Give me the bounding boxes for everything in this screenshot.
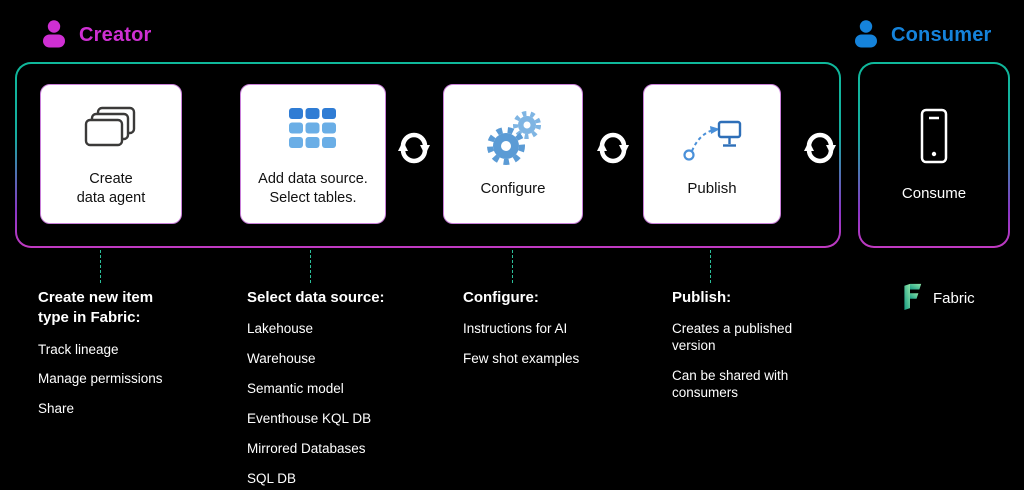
consumer-box: [858, 62, 1010, 248]
column-item: Track lineage: [38, 341, 119, 357]
consumer-label: Consumer: [891, 24, 992, 46]
person-icon: [38, 18, 70, 53]
fabric-label: Fabric: [933, 290, 975, 307]
step-card-configure: Configure: [443, 84, 583, 224]
column-item: Instructions for AI: [463, 321, 568, 337]
column-item: Share: [38, 401, 75, 417]
creator-header: Creator: [38, 18, 152, 53]
connector-line: [310, 250, 311, 283]
fabric-logo-icon: [896, 281, 924, 316]
device-icon: [914, 106, 954, 173]
connector-line: [100, 250, 101, 283]
detail-column-data-source: Select data source: Lakehouse Warehouse …: [247, 288, 422, 488]
sync-arrows-icon: [800, 125, 840, 165]
sync-arrows-icon: [394, 125, 434, 165]
step-card-publish: Publish: [643, 84, 781, 224]
column-heading: Publish:: [672, 289, 732, 306]
column-item: Semantic model: [247, 381, 344, 396]
column-item: Eventhouse KQL DB: [247, 410, 372, 426]
column-heading: Select data source:: [247, 289, 385, 306]
data-source-grid-icon: [289, 100, 337, 158]
step-card-add-data-source: Add data source. Select tables.: [240, 84, 386, 224]
column-item: Warehouse: [247, 351, 316, 367]
step-card-create-data-agent: Create data agent: [40, 84, 182, 224]
column-heading: Configure:: [463, 289, 539, 306]
step-card-label: Configure: [480, 180, 546, 198]
consume-label: Consume: [901, 185, 967, 202]
fabric-brand: Fabric: [896, 281, 975, 316]
detail-column-configure: Configure: Instructions for AI Few shot …: [463, 288, 628, 368]
connector-line: [710, 250, 711, 283]
consume-card: Consume: [858, 84, 1010, 224]
column-item: Can be shared with consumers: [672, 368, 789, 400]
column-item: Few shot examples: [463, 351, 580, 367]
sync-arrows-icon: [593, 125, 633, 165]
column-item: Manage permissions: [38, 371, 163, 387]
connector-line: [512, 250, 513, 283]
detail-column-create: Create new item type in Fabric: Track li…: [38, 288, 183, 418]
column-item: Lakehouse: [247, 321, 314, 337]
column-item: Mirrored Databases: [247, 440, 366, 456]
column-item: SQL DB: [247, 470, 297, 486]
person-icon: [850, 18, 882, 53]
publish-flow-icon: [681, 109, 743, 167]
consumer-header: Consumer: [850, 18, 992, 53]
detail-column-publish: Publish: Creates a published version Can…: [672, 288, 820, 402]
column-heading: Create new item type in Fabric:: [38, 289, 154, 327]
step-card-label: Add data source. Select tables.: [258, 171, 368, 206]
data-agent-stack-icon: [82, 100, 140, 158]
creator-label: Creator: [79, 24, 152, 46]
gears-icon: [481, 109, 545, 167]
step-card-label: Create data agent: [76, 171, 146, 206]
column-item: Creates a published version: [672, 321, 793, 354]
step-card-label: Publish: [687, 180, 737, 198]
